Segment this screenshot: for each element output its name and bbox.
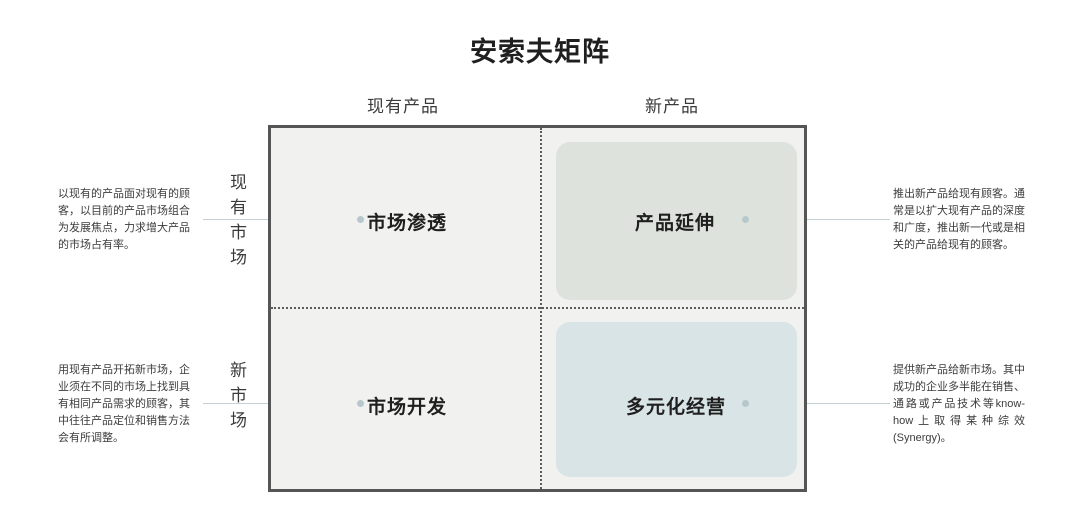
connector-dot-diversification — [742, 400, 749, 407]
connector-line-product-extension — [745, 219, 890, 220]
row-header-new-markets: 新 市 场 — [226, 358, 252, 433]
description-market-development: 用现有产品开拓新市场，企业须在不同的市场上找到具有相同产品需求的顾客，其中往往产… — [58, 364, 190, 444]
row-header-new-markets-char-3: 场 — [230, 411, 248, 430]
horizontal-divider — [271, 307, 804, 309]
connector-dot-market-development — [357, 400, 364, 407]
quadrant-label-market-development: 市场开发 — [367, 397, 448, 418]
row-header-new-markets-char-1: 新 — [230, 361, 248, 380]
column-header-new-products: 新产品 — [645, 97, 699, 116]
description-product-extension: 推出新产品给现有顾客。通常是以扩大现有产品的深度和广度，推出新一代或是相关的产品… — [893, 188, 1025, 251]
row-header-existing-markets: 现 有 市 场 — [226, 170, 252, 270]
row-header-existing-markets-char-2: 有 — [230, 198, 248, 217]
quadrant-label-market-penetration: 市场渗透 — [367, 213, 448, 234]
page-title: 安索夫矩阵 — [470, 37, 610, 67]
row-header-existing-markets-char-3: 市 — [230, 223, 248, 242]
row-header-existing-markets-char-1: 现 — [230, 173, 248, 192]
quadrant-label-diversification: 多元化经营 — [626, 397, 727, 418]
quadrant-label-product-extension: 产品延伸 — [635, 213, 716, 234]
description-market-penetration: 以现有的产品面对现有的顾客，以目前的产品市场组合为发展焦点，力求增大产品的市场占… — [58, 188, 190, 251]
row-header-new-markets-char-2: 市 — [230, 386, 248, 405]
connector-dot-market-penetration — [357, 216, 364, 223]
column-header-existing-products: 现有产品 — [367, 97, 439, 116]
quadrant-fill-product-extension — [556, 142, 797, 300]
description-diversification: 提供新产品给新市场。其中成功的企业多半能在销售、通路或产品技术等know-how… — [893, 364, 1025, 444]
quadrant-fill-diversification — [556, 322, 797, 477]
vertical-divider — [540, 128, 542, 489]
connector-dot-product-extension — [742, 216, 749, 223]
connector-line-diversification — [745, 403, 890, 404]
row-header-existing-markets-char-4: 场 — [230, 248, 248, 267]
